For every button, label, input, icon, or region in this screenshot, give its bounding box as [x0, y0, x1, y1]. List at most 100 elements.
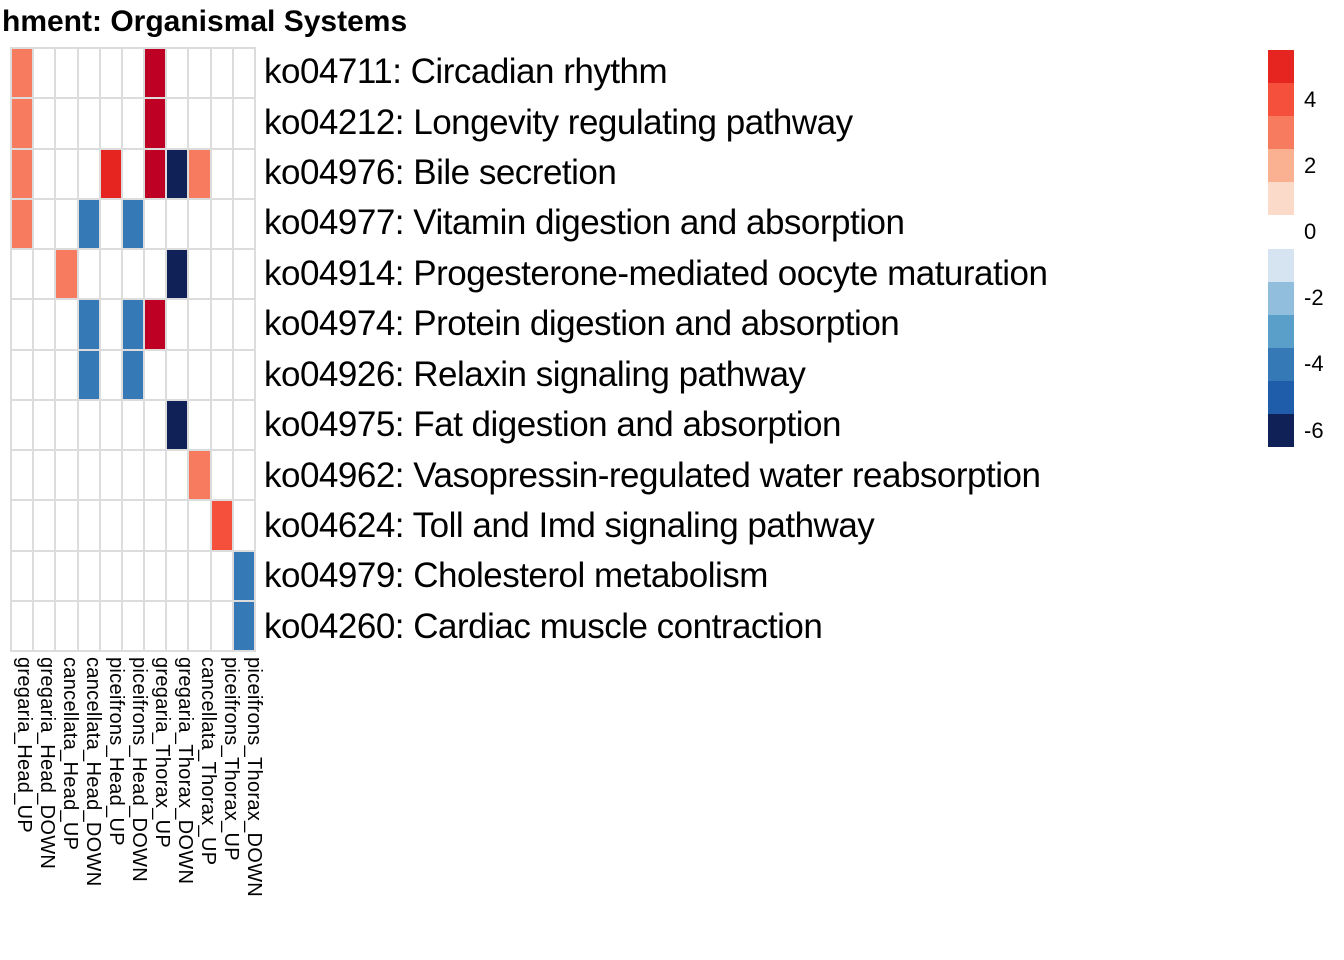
heatmap-cell — [34, 350, 55, 399]
heatmap-cell — [233, 551, 254, 600]
heatmap-cell — [189, 250, 210, 299]
heatmap-cell — [34, 601, 55, 650]
legend-color-bin — [1268, 83, 1294, 117]
heatmap-cell — [12, 551, 33, 600]
heatmap-cell — [100, 199, 121, 248]
heatmap-cell — [167, 250, 188, 299]
heatmap-cell — [167, 300, 188, 349]
legend-color-bin — [1268, 281, 1294, 315]
heatmap-cell — [56, 300, 77, 349]
heatmap-cell — [145, 300, 166, 349]
legend-color-bin — [1268, 116, 1294, 150]
heatmap-cell — [34, 501, 55, 550]
heatmap-cell — [78, 300, 99, 349]
heatmap-cell — [189, 551, 210, 600]
heatmap-cell — [56, 49, 77, 98]
legend-tick-label: -4 — [1304, 351, 1324, 377]
column-label: piceifrons_Head_DOWN — [128, 657, 150, 882]
heatmap-cell — [122, 501, 144, 550]
column-label: piceifrons_Head_UP — [105, 657, 127, 846]
heatmap-cell — [56, 199, 77, 248]
heatmap-cell — [100, 400, 121, 449]
legend-color-bin — [1268, 50, 1294, 84]
heatmap-cell — [34, 300, 55, 349]
heatmap-cell — [189, 99, 210, 148]
column-label: cancellata_Head_DOWN — [82, 657, 104, 887]
heatmap-cell — [233, 149, 254, 198]
heatmap-cell — [211, 300, 232, 349]
heatmap-cell — [145, 49, 166, 98]
heatmap-cell — [34, 99, 55, 148]
heatmap-cell — [56, 551, 77, 600]
heatmap-cell — [122, 601, 144, 650]
heatmap-cell — [78, 551, 99, 600]
heatmap-cell — [167, 601, 188, 650]
heatmap-cell — [100, 49, 121, 98]
chart-title: hment: Organismal Systems — [2, 5, 408, 38]
legend-color-bin — [1268, 347, 1294, 381]
heatmap-cell — [100, 149, 121, 198]
heatmap-cell — [189, 49, 210, 98]
heatmap-cell — [211, 350, 232, 399]
column-label: gregaria_Thorax_UP — [151, 657, 173, 849]
heatmap-cell — [167, 99, 188, 148]
heatmap-cell — [100, 451, 121, 500]
legend-tick-label: 0 — [1304, 219, 1317, 245]
heatmap-cell — [78, 501, 99, 550]
heatmap-cell — [78, 400, 99, 449]
heatmap-cell — [189, 300, 210, 349]
heatmap-cell — [189, 601, 210, 650]
heatmap-cell — [78, 99, 99, 148]
column-label: gregaria_Thorax_DOWN — [174, 657, 196, 885]
legend-tick-label: 2 — [1304, 152, 1317, 178]
column-label: cancellata_Thorax_UP — [197, 657, 219, 866]
heatmap-cell — [145, 250, 166, 299]
heatmap-cell — [233, 501, 254, 550]
heatmap-cell — [122, 199, 144, 248]
heatmap-cell — [122, 250, 144, 299]
heatmap-cell — [12, 149, 33, 198]
heatmap-cell — [189, 149, 210, 198]
legend-color-bin — [1268, 314, 1294, 348]
heatmap-cell — [167, 400, 188, 449]
heatmap-cell — [145, 149, 166, 198]
heatmap-cell — [34, 451, 55, 500]
heatmap-cell — [34, 250, 55, 299]
pathway-row-labels: ko04711: Circadian rhythm ko04212: Longev… — [264, 47, 1048, 652]
row-label: ko04977: Vitamin digestion and absorptio… — [264, 203, 905, 243]
heatmap-cell — [189, 451, 210, 500]
heatmap-cell — [167, 350, 188, 399]
row-label: ko04212: Longevity regulating pathway — [264, 102, 853, 142]
heatmap-grid — [10, 47, 256, 652]
heatmap-cell — [122, 400, 144, 449]
heatmap-cell — [78, 601, 99, 650]
legend-colorbar — [1268, 50, 1294, 448]
heatmap-cell — [100, 601, 121, 650]
heatmap-cell — [34, 400, 55, 449]
heatmap-cell — [145, 601, 166, 650]
heatmap-cell — [167, 199, 188, 248]
heatmap-cell — [167, 501, 188, 550]
heatmap-cell — [12, 99, 33, 148]
heatmap-cell — [122, 451, 144, 500]
heatmap-cell — [56, 99, 77, 148]
heatmap-cell — [56, 601, 77, 650]
heatmap-cell — [211, 199, 232, 248]
heatmap-cell — [78, 250, 99, 299]
legend-tick-label: -2 — [1304, 285, 1324, 311]
heatmap-cell — [233, 350, 254, 399]
heatmap-cell — [12, 400, 33, 449]
legend-color-bin — [1268, 248, 1294, 282]
column-label: cancellata_Head_UP — [59, 657, 81, 851]
row-label: ko04260: Cardiac muscle contraction — [264, 606, 823, 646]
legend-tick-label: 4 — [1304, 86, 1317, 112]
heatmap-cell — [189, 199, 210, 248]
heatmap-cell — [78, 350, 99, 399]
heatmap-cell — [12, 300, 33, 349]
heatmap-cell — [145, 400, 166, 449]
heatmap-cell — [78, 451, 99, 500]
legend-color-bin — [1268, 380, 1294, 415]
heatmap-cell — [211, 601, 232, 650]
row-label: ko04711: Circadian rhythm — [264, 52, 668, 92]
heatmap-cell — [56, 149, 77, 198]
